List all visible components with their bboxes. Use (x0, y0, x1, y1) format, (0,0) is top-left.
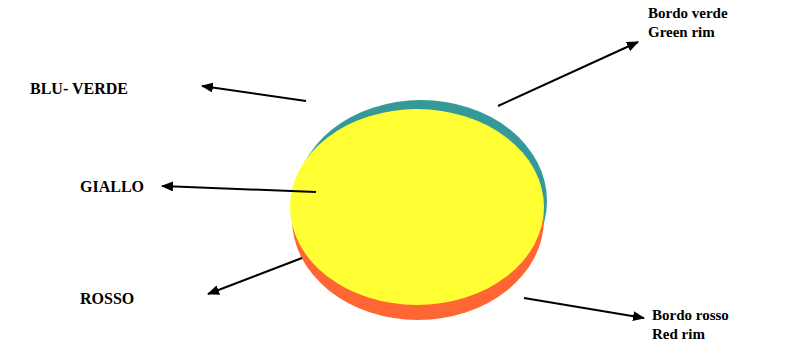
callout-label: BLU- VERDE (30, 80, 128, 98)
callout-label: GIALLO (80, 178, 144, 196)
callout-label: Red rim (652, 325, 705, 343)
leader-line (498, 42, 638, 106)
callout-label: Bordo rosso (652, 306, 729, 324)
callout-label: Bordo verde (648, 4, 728, 22)
leader-line (202, 86, 306, 101)
callout-label: Green rim (648, 23, 715, 41)
leader-line (524, 298, 644, 318)
leader-line (208, 258, 302, 294)
callout-label: ROSSO (80, 290, 134, 308)
yellow-disc (290, 109, 544, 305)
leader-line (162, 186, 316, 192)
